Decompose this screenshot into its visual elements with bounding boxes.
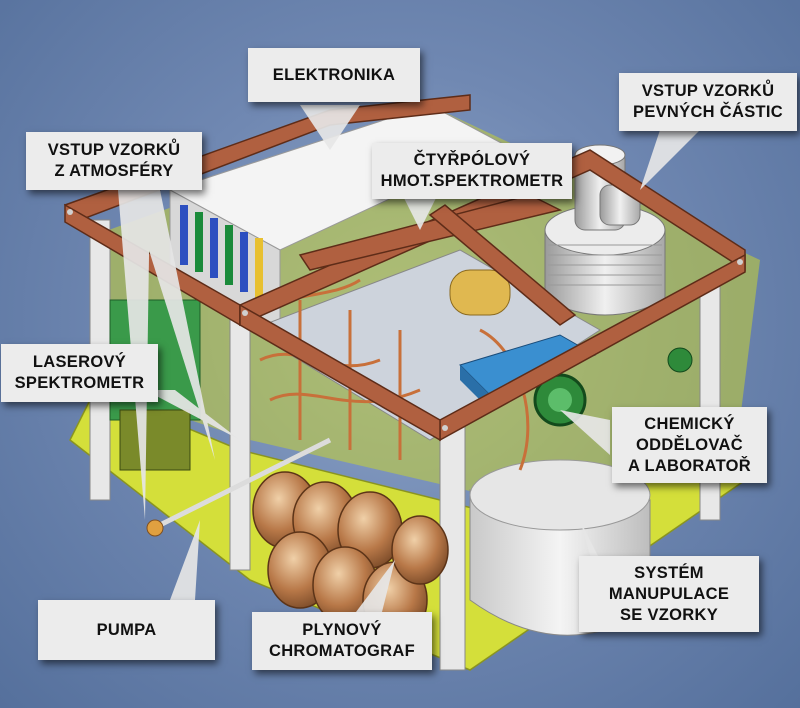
circuit-boards (180, 205, 263, 298)
label-chemicky-line1: CHEMICKÝ (644, 414, 735, 433)
label-elektronika-text: ELEKTRONIKA (272, 65, 396, 84)
label-vstup-pevnych-line1: VSTUP VZORKŮ (641, 82, 775, 100)
upper-frame (63, 94, 746, 442)
label-elektronika: ELEKTRONIKA (248, 48, 420, 102)
label-plynovy-line2: CHROMATOGRAF (269, 642, 415, 660)
label-system-line1: SYSTÉM (634, 563, 704, 582)
label-pumpa-text: PUMPA (96, 620, 157, 639)
label-vstup-atmosfery: VSTUP VZORKŮ Z ATMOSFÉRY (26, 132, 202, 190)
label-system: SYSTÉM MANUPULACE SE VZORKY (579, 556, 759, 632)
label-ctyrpolovy: ČTYŘPÓLOVÝ HMOT.SPEKTROMETR (372, 143, 572, 199)
label-system-line2: MANUPULACE (608, 584, 730, 603)
mass-spectrometer-cylinder (449, 269, 511, 316)
label-ctyrpolovy-line2: HMOT.SPEKTROMETR (380, 172, 564, 190)
label-laserovy: LASEROVÝ SPEKTROMETR (1, 344, 158, 402)
label-plynovy: PLYNOVÝ CHROMATOGRAF (252, 612, 432, 670)
label-vstup-atmosfery-line2: Z ATMOSFÉRY (54, 162, 174, 180)
pump-rod (148, 437, 332, 533)
label-vstup-pevnych: VSTUP VZORKŮ PEVNÝCH ČÁSTIC (619, 73, 797, 131)
label-vstup-atmosfery-line1: VSTUP VZORKŮ (47, 141, 181, 159)
label-laserovy-line2: SPEKTROMETR (14, 374, 145, 392)
gas-chromatograph-drums (252, 471, 449, 639)
label-chemicky: CHEMICKÝ ODDĚLOVAČ A LABORATOŘ (612, 407, 767, 483)
label-laserovy-line1: LASEROVÝ (32, 353, 127, 371)
label-chemicky-line3: A LABORATOŘ (627, 456, 752, 475)
label-chemicky-line2: ODDĚLOVAČ (636, 435, 743, 454)
label-system-line3: SE VZORKY (619, 605, 719, 624)
label-ctyrpolovy-line1: ČTYŘPÓLOVÝ (413, 151, 531, 169)
callout-pointers (118, 105, 700, 620)
label-plynovy-line1: PLYNOVÝ (302, 621, 382, 639)
label-pumpa: PUMPA (38, 600, 215, 660)
label-vstup-pevnych-line2: PEVNÝCH ČÁSTIC (633, 103, 783, 121)
